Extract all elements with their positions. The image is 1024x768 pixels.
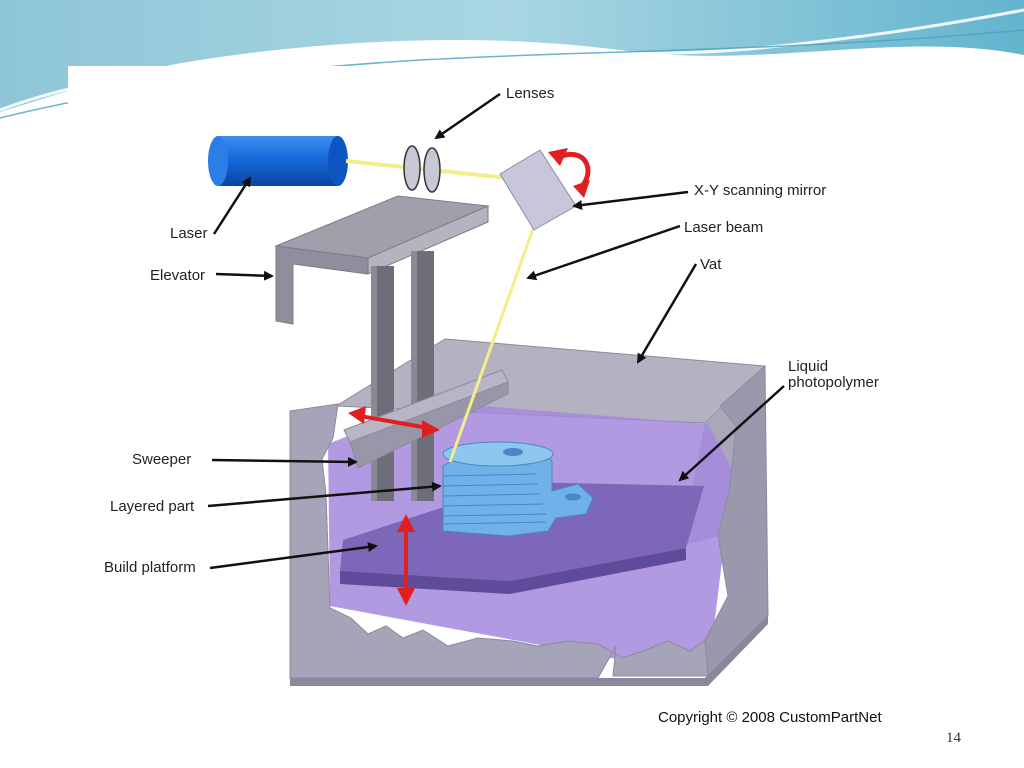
lenses-label: Lenses — [506, 85, 554, 102]
laser-back-cap — [208, 136, 228, 186]
lenses — [403, 145, 441, 193]
layered-part — [442, 441, 594, 537]
vat-label: Vat — [700, 256, 722, 273]
vat-bottom — [290, 616, 768, 686]
sweeper-motion-arrowhead-right — [422, 420, 440, 438]
mirror-label: X-Y scanning mirror — [694, 182, 826, 199]
build-platform-label: Build platform — [104, 559, 196, 576]
header-wave — [0, 0, 1024, 112]
elevator-label: Elevator — [150, 267, 205, 284]
laser-beam-down — [448, 225, 536, 463]
elevator-front — [275, 245, 369, 325]
sweeper-motion-arrowhead-left — [348, 406, 366, 424]
laser-body — [218, 136, 338, 186]
platform-motion-arrowhead-up — [397, 514, 415, 532]
elevator-post-2-shade — [411, 251, 417, 501]
layered-part-layer-lines — [442, 473, 547, 525]
lens-2 — [423, 147, 441, 193]
stereolithography-diagram: Lenses Laser X-Y scanning mirror Laser b… — [104, 85, 882, 726]
laser — [208, 136, 348, 186]
build-platform-edge — [340, 548, 686, 594]
sweeper-label: Sweeper — [132, 451, 191, 468]
layered-part-hole-2 — [565, 493, 581, 501]
beam-leader — [526, 224, 681, 281]
liquid-label-line2: photopolymer — [788, 374, 879, 391]
laser-front-cap — [328, 136, 348, 186]
laser-leader — [212, 176, 252, 235]
layered-part-hole-1 — [503, 448, 523, 456]
elevator-leader — [215, 270, 274, 281]
sweeper-motion-arrow — [359, 414, 429, 430]
elevator-post-1-shade — [371, 266, 377, 501]
layered-part-label: Layered part — [110, 498, 195, 515]
xy-scanning-mirror — [499, 149, 577, 231]
mirror-rotation-arrowhead-1 — [548, 148, 568, 166]
liquid-leader — [678, 385, 785, 482]
lenses-leader — [434, 92, 501, 140]
liquid-label-line1: Liquid — [788, 358, 828, 375]
vat-front-wall — [289, 403, 709, 679]
vat-leader — [636, 263, 698, 364]
leader-arrows — [207, 92, 785, 570]
layered-part-leader — [207, 481, 442, 508]
build-platform-leader — [209, 542, 378, 570]
mirror-rotation-arrowhead-2 — [573, 180, 590, 198]
platform-motion-arrowhead-down — [397, 588, 415, 606]
beam-label: Laser beam — [684, 219, 763, 236]
laser-label: Laser — [170, 225, 208, 242]
mirror-leader — [572, 190, 689, 210]
diagram-panel: Lenses Laser X-Y scanning mirror Laser b… — [68, 66, 916, 738]
copyright-notice: Copyright © 2008 CustomPartNet — [658, 709, 882, 726]
sweeper-leader — [211, 456, 358, 467]
lens-1 — [403, 145, 421, 191]
elevator-arm-side — [367, 205, 489, 275]
layered-part-top — [442, 441, 554, 467]
slide-number: 14 — [946, 730, 961, 746]
